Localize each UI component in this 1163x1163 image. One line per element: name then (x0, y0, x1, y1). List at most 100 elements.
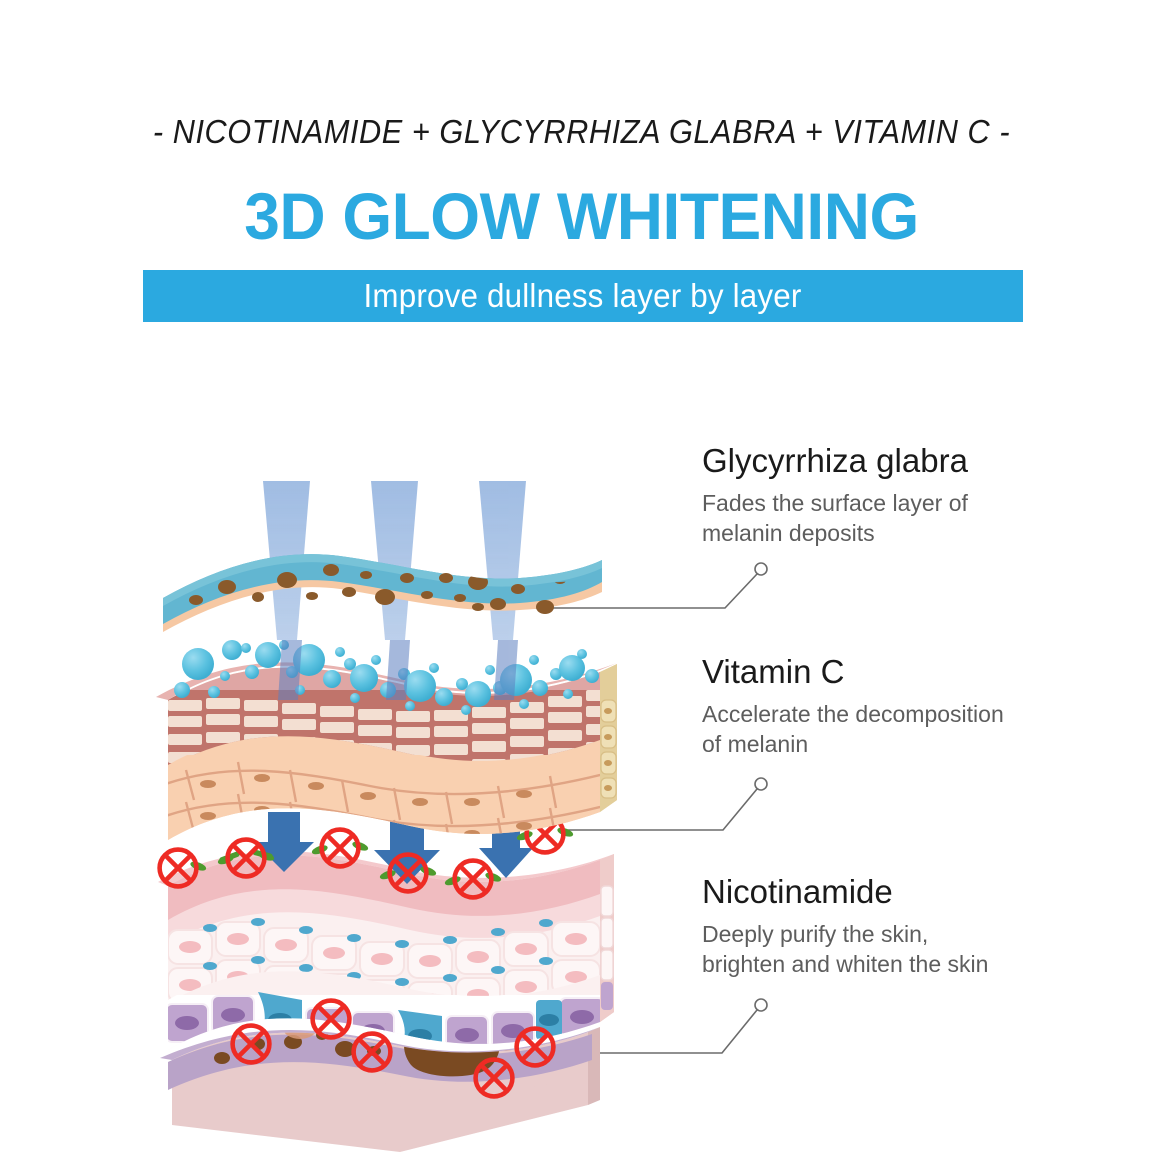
melanin-spot (490, 598, 506, 610)
leader-lines (520, 573, 758, 1054)
bubble (174, 682, 190, 698)
melanin-spot (189, 595, 203, 605)
melanin-patch (283, 1032, 317, 1039)
base-top-plate (168, 1034, 592, 1090)
melanin-spot (342, 587, 356, 597)
basal-subtop-band (168, 889, 600, 944)
bubble (559, 655, 585, 681)
melanin-spot (367, 1046, 381, 1056)
basal-blue-cells (258, 992, 562, 1050)
blocked-melanin-icon (516, 813, 574, 855)
penetration-arrows (254, 812, 533, 884)
melanin-patch (489, 1032, 521, 1051)
light-beam-segment-1 (278, 640, 302, 700)
light-beam-3 (479, 481, 526, 640)
light-beams-back (263, 481, 526, 640)
bubble (465, 681, 491, 707)
bubble (208, 686, 220, 698)
bubble (335, 647, 345, 657)
blocked-melanin-symbols-base (230, 998, 556, 1099)
bubble (550, 668, 562, 680)
blocked-melanin-symbols-basal (157, 813, 574, 900)
hydration-bubbles (174, 640, 599, 715)
leader-dot-1 (754, 562, 768, 576)
callout-description: Deeply purify the skin, brighten and whi… (702, 920, 989, 978)
melanin-spot (511, 584, 525, 594)
blocked-melanin-icon (230, 1023, 272, 1065)
bubble (398, 668, 410, 680)
bubble (380, 682, 396, 698)
blocked-melanin-icon (217, 837, 275, 879)
callout-title: Vitamin C (702, 653, 845, 690)
bubble (404, 670, 436, 702)
page-title: 3D GLOW WHITENING (244, 179, 919, 253)
melanin-spot (218, 580, 236, 594)
penetration-arrow-2 (374, 818, 440, 884)
base-melanin-content (214, 1032, 521, 1077)
eyebrow-ingredients: - NICOTINAMIDE + GLYCYRRHIZA GLABRA + VI… (152, 113, 1011, 150)
basal-top-surface (158, 851, 614, 886)
blocked-melanin-icon (514, 1026, 556, 1068)
callout-description: Accelerate the decomposition of melanin (702, 700, 1004, 758)
melanin-spot (421, 591, 433, 599)
blocked-melanin-icon (311, 827, 369, 869)
melanin-spot (400, 573, 414, 583)
base-side-face (172, 1032, 588, 1106)
penetration-arrow-1 (254, 812, 314, 872)
base-top-surface (160, 1027, 600, 1060)
bubble (485, 665, 495, 675)
stratum-corneum-bricks (168, 690, 600, 768)
subtitle-banner: Improve dullness layer by layer (143, 270, 1023, 322)
bubble (405, 701, 415, 711)
light-beams-front (278, 640, 518, 700)
base-front-face (172, 1072, 588, 1152)
bubble (222, 640, 242, 660)
melanin-spot (375, 589, 395, 605)
blocked-melanin-icon (157, 847, 207, 889)
melanin-spot (439, 573, 453, 583)
basal-purple-row (168, 992, 600, 1050)
epidermis-top-plate (168, 667, 600, 728)
melanin-spot (554, 576, 566, 584)
light-beam-2 (371, 481, 418, 640)
melanin-spot (284, 1035, 302, 1049)
callout-vitamin-c: Vitamin C Accelerate the decomposition o… (702, 653, 1102, 760)
bubble (493, 681, 507, 695)
blocked-melanin-icon (310, 998, 352, 1040)
epidermis-right-face (600, 664, 617, 812)
melanin-spot (454, 594, 466, 602)
melanin-spot (214, 1052, 230, 1064)
penetration-arrow-3 (479, 820, 533, 878)
melanin-spot (366, 1032, 378, 1036)
epidermis-right-cells (600, 664, 617, 812)
melanin-spot (323, 564, 339, 576)
melanin-spot (335, 1041, 355, 1057)
melanin-spot (252, 592, 264, 602)
basal-cell-grid (168, 918, 600, 1003)
bubble (350, 664, 378, 692)
basal-right-column-cells (600, 854, 614, 1022)
bubble (220, 671, 230, 681)
bubble (500, 664, 532, 696)
melanin-spot (472, 603, 484, 611)
basal-front-body (168, 855, 600, 1050)
bubble (371, 655, 381, 665)
blocked-melanin-icon (444, 858, 502, 900)
bubble (532, 680, 548, 696)
callout-title: Glycyrrhiza glabra (702, 442, 968, 479)
layer-basal-block (158, 851, 614, 1050)
leader-line-1 (520, 573, 758, 609)
bubble (435, 688, 453, 706)
leader-dot-3 (754, 998, 768, 1012)
bubble (563, 689, 573, 699)
basal-cell-nuclei (179, 933, 587, 1003)
basal-right-face (600, 854, 614, 1022)
melanin-spot (360, 571, 372, 579)
bubble (344, 658, 356, 670)
bubble (429, 663, 439, 673)
surface-underedge (163, 556, 602, 632)
layer-melanin-base (160, 1027, 600, 1152)
bubble (529, 655, 539, 665)
